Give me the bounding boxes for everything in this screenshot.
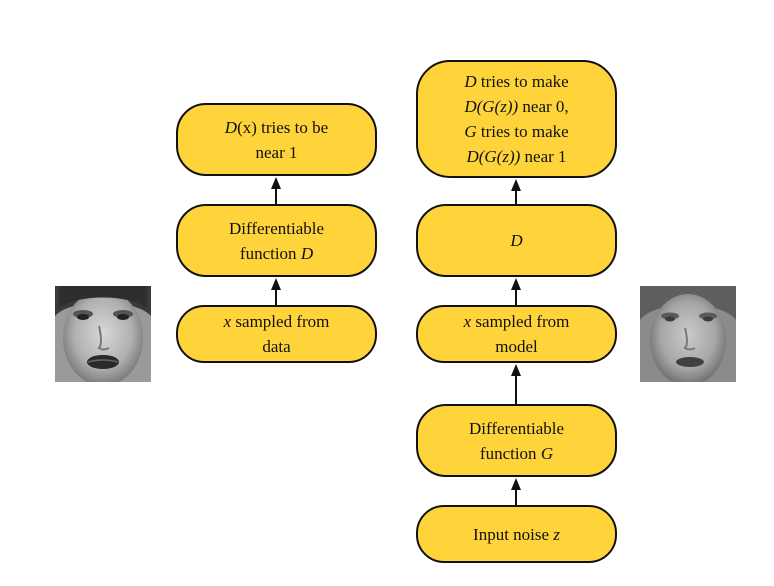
right-gen-text-1: Differentiable [468,418,565,438]
left-arrow-2 [271,278,281,305]
d-symbol: D [224,117,238,137]
real-face-image [55,286,151,382]
dgz-symbol: D(G(z)) [464,97,519,116]
left-arrow-1 [271,177,281,204]
left-output-node: D(x) tries to be near 1 [176,103,377,176]
right-objective-text-3: tries to make [476,122,569,141]
right-objective-text-4: near 1 [520,147,567,166]
x-symbol: x [463,312,472,331]
right-model-sample-node: x sampled from model [416,305,617,363]
left-output-text-2: near 1 [255,142,298,162]
dgz-symbol: D(G(z)) [466,147,521,166]
right-generator-node: Differentiable function G [416,404,617,477]
left-sample-text-2: data [262,337,291,356]
right-gen-text-2: function [479,443,541,463]
right-sample-text-1: sampled from [471,312,570,331]
left-sample-text-1: sampled from [231,312,330,331]
left-data-sample-node: x sampled from data [176,305,377,363]
right-sample-text-2: model [495,337,538,356]
g-symbol: G [464,122,477,141]
x-symbol: x [223,312,232,331]
right-noise-node: Input noise z [416,505,617,563]
z-symbol: z [553,524,560,544]
left-disc-text-1: Differentiable [228,218,325,238]
right-arrow-2 [511,278,521,305]
right-arrow-1 [511,179,521,204]
left-output-text-1: (x) tries to be [237,117,329,137]
d-symbol: D [464,72,477,91]
right-objective-text-1: tries to make [476,72,569,91]
right-objective-node: D tries to make D(G(z)) near 0, G tries … [416,60,617,178]
left-disc-text-2: function [239,243,301,263]
d-symbol: D [300,243,314,263]
generated-face-image [640,286,736,382]
left-discriminator-node: Differentiable function D [176,204,377,277]
right-arrow-3 [511,364,521,404]
noise-text: Input noise [473,524,554,544]
right-arrow-4 [511,478,521,505]
d-symbol: D [510,231,523,250]
g-symbol: G [540,443,554,463]
right-objective-text-2: near 0, [518,97,569,116]
right-discriminator-node: D [416,204,617,277]
